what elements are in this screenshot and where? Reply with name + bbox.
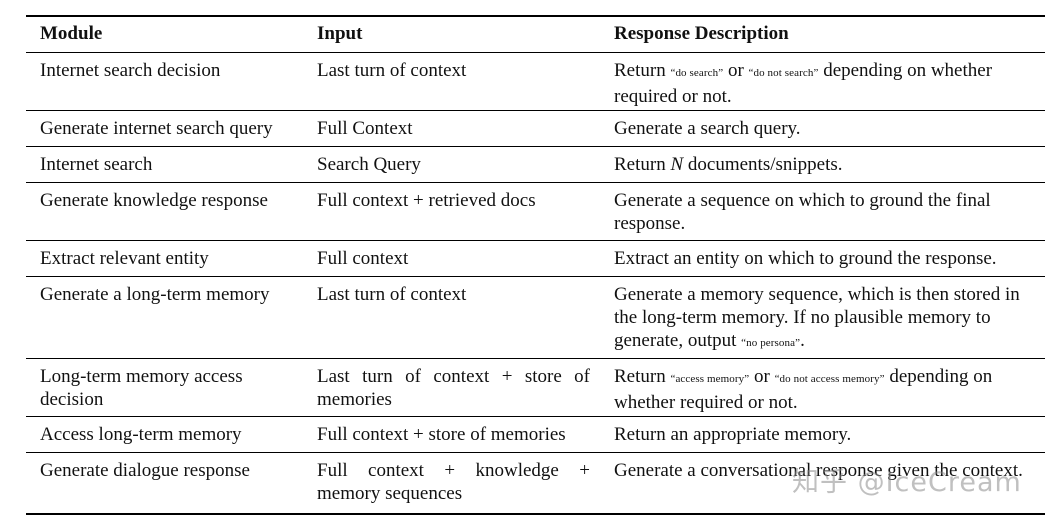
input-cell: Full context + knowledge + memory sequen… — [317, 460, 590, 504]
response-cell: Return “access memory” or “do not access… — [614, 366, 993, 413]
response-cell: Extract an entity on which to ground the… — [614, 248, 997, 269]
response-cell: Return N documents/snippets. — [614, 154, 843, 175]
response-cell: Generate a memory sequence, which is the… — [614, 284, 1020, 351]
table-row: Generate a long-term memory Last turn of… — [26, 277, 1045, 359]
row-separator — [26, 416, 1045, 417]
table-row: Generate knowledge response Full context… — [26, 183, 1045, 241]
header-response-description: Response Description — [614, 23, 789, 44]
table-row: Long-term memory access decision Last tu… — [26, 359, 1045, 417]
row-separator — [26, 110, 1045, 111]
row-separator — [26, 452, 1045, 453]
input-cell: Full context + store of memories — [317, 424, 566, 445]
input-cell: Last turn of context — [317, 60, 467, 81]
module-cell: Generate a long-term memory — [40, 284, 270, 305]
header-rule — [26, 52, 1045, 53]
response-cell: Return an appropriate memory. — [614, 424, 852, 445]
watermark-text: 知乎 @IceCream — [792, 467, 1022, 498]
table-bottom-rule — [26, 513, 1045, 515]
row-separator — [26, 240, 1045, 241]
input-cell: Full context — [317, 248, 409, 269]
response-cell: Generate a search query. — [614, 118, 801, 139]
module-cell: Access long-term memory — [40, 424, 242, 445]
header-input: Input — [317, 23, 363, 44]
input-cell: Last turn of context + store of memories — [317, 366, 590, 410]
response-cell: Generate a conversational response given… — [614, 460, 1023, 481]
input-cell: Full Context — [317, 118, 413, 139]
module-cell: Internet search — [40, 154, 153, 175]
row-separator — [26, 182, 1045, 183]
table-row: Access long-term memory Full context + s… — [26, 417, 1045, 453]
table-row: Internet search Search Query Return N do… — [26, 147, 1045, 183]
input-cell: Search Query — [317, 154, 421, 175]
row-separator — [26, 276, 1045, 277]
row-separator — [26, 146, 1045, 147]
module-cell: Long-term memory access decision — [40, 366, 243, 410]
table-row: Internet search decision Last turn of co… — [26, 53, 1045, 111]
table-row: Generate dialogue response Full context … — [26, 453, 1045, 513]
table-row: Generate internet search query Full Cont… — [26, 111, 1045, 147]
header-module: Module — [40, 23, 103, 44]
module-cell: Generate knowledge response — [40, 190, 268, 211]
row-separator — [26, 358, 1045, 359]
table-top-rule — [26, 15, 1045, 17]
input-cell: Last turn of context — [317, 284, 467, 305]
response-cell: Return “do search” or “do not search” de… — [614, 60, 993, 107]
table-row: Extract relevant entity Full context Ext… — [26, 241, 1045, 277]
module-cell: Generate dialogue response — [40, 460, 250, 481]
module-cell: Internet search decision — [40, 60, 221, 81]
module-cell: Generate internet search query — [40, 118, 273, 139]
response-cell: Generate a sequence on which to ground t… — [614, 190, 991, 234]
module-cell: Extract relevant entity — [40, 248, 209, 269]
input-cell: Full context + retrieved docs — [317, 190, 536, 211]
